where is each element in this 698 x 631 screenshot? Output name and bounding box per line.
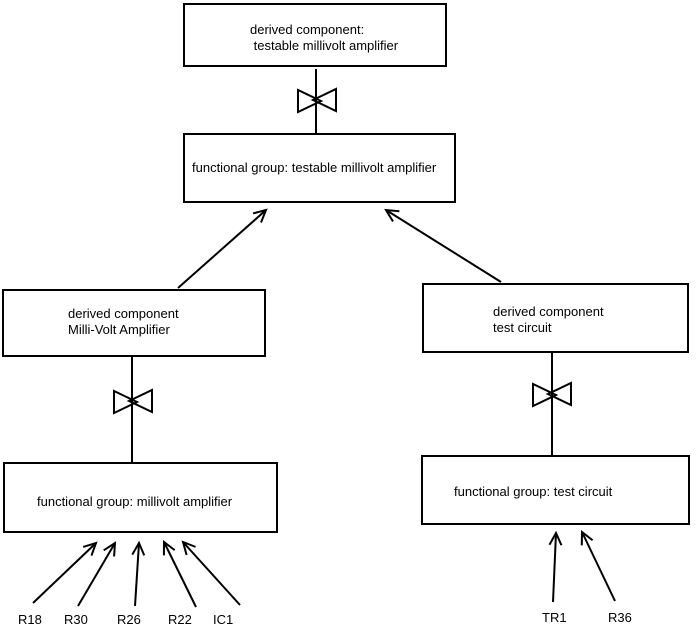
node-text-line2: test circuit xyxy=(493,320,552,335)
node-text-line1: derived component: xyxy=(250,22,365,37)
edge-r36-arrow xyxy=(580,529,616,602)
edge-derived-test-to-fg-testable-arrow xyxy=(384,208,502,283)
edge-derived-mva-to-fg-testable-arrow xyxy=(177,208,268,289)
node-functional-group-millivolt-amplifier: functional group: millivolt amplifier xyxy=(3,462,278,533)
component-label-r36: R36 xyxy=(608,610,632,625)
component-label-ic1: IC1 xyxy=(213,612,234,627)
node-text-line2: testable millivolt amplifier xyxy=(250,38,399,53)
edge-ic1-arrow xyxy=(181,540,241,606)
edge-r30-arrow xyxy=(77,541,117,607)
edge-r22-arrow xyxy=(162,539,197,608)
bowtie-decomposition-icon xyxy=(532,381,572,408)
edge-r26-arrow xyxy=(131,540,146,607)
node-derived-component-milli-volt-amplifier: derived component Milli-Volt Amplifier xyxy=(2,289,266,357)
node-derived-component-test-circuit: derived component test circuit xyxy=(422,283,689,353)
node-functional-group-testable-millivolt-amplifier: functional group: testable millivolt amp… xyxy=(183,133,456,203)
bowtie-decomposition-icon xyxy=(113,388,153,415)
component-label-r30: R30 xyxy=(64,612,88,627)
component-label-tr1: TR1 xyxy=(542,610,567,625)
node-text-line1: derived component xyxy=(493,304,604,319)
node-text: functional group: testable millivolt amp… xyxy=(192,160,437,175)
component-label-r18: R18 xyxy=(18,612,42,627)
node-text-line1: derived component xyxy=(68,306,179,321)
node-text: functional group: millivolt amplifier xyxy=(37,494,233,509)
node-functional-group-test-circuit: functional group: test circuit xyxy=(421,455,690,525)
component-label-r22: R22 xyxy=(168,612,192,627)
edge-r18-arrow xyxy=(32,541,98,604)
node-text-line2: Milli-Volt Amplifier xyxy=(68,322,170,337)
node-derived-component-testable-millivolt-amplifier: derived component: testable millivolt am… xyxy=(183,3,447,67)
node-text: functional group: test circuit xyxy=(454,484,613,499)
edge-tr1-arrow xyxy=(548,530,563,603)
bowtie-decomposition-icon xyxy=(297,87,337,114)
component-label-r26: R26 xyxy=(117,612,141,627)
